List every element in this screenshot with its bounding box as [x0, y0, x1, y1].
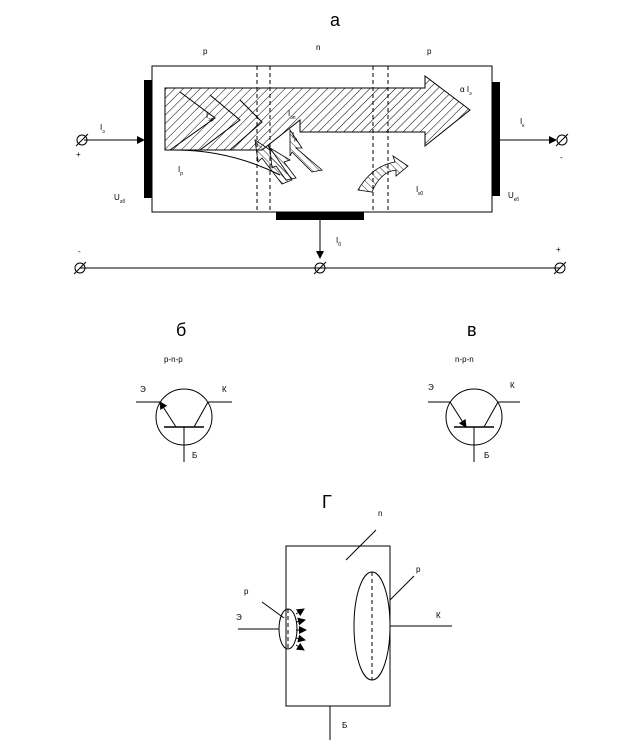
npn-base-label: Б [484, 451, 489, 460]
panel-v-title: в [467, 320, 477, 340]
panel-v-type: n-p-n [455, 355, 474, 364]
pnp-collector-line [193, 401, 209, 428]
g-collector-label: К [436, 611, 441, 620]
g-body [285, 545, 391, 707]
g-inject-1 [295, 608, 305, 617]
bus-terminal-mid-slash [313, 261, 327, 275]
region-p-right: p [427, 47, 432, 56]
g-p-left-label: p [244, 587, 249, 596]
panel-b: б p-n-p Э К Б [136, 320, 232, 462]
main-current-arrow [164, 74, 471, 151]
bus-terminal-left-slash [73, 261, 87, 275]
label-i-r2: Iр [178, 165, 183, 177]
panel-b-type: p-n-p [164, 355, 183, 364]
npn-collector-line [483, 401, 499, 428]
g-inject-5 [295, 642, 305, 651]
collector-terminal-slash [555, 133, 569, 147]
plus-bus: + [556, 245, 561, 254]
chevron-1 [169, 91, 216, 151]
npn-emitter-arrow [449, 401, 467, 428]
label-i-k0: Iк0 [416, 185, 423, 197]
region-p-left: p [203, 47, 208, 56]
base-arrow-3 [269, 147, 297, 181]
bus-terminal-right-slash [553, 261, 567, 275]
g-p-right-label: p [416, 565, 421, 574]
region-n: n [316, 43, 320, 52]
panel-g: Г n p Э p К Б [236, 492, 452, 740]
pnp-emitter-arrow [159, 401, 177, 428]
label-u-eb: Uэб [114, 193, 125, 205]
plus-left: + [76, 150, 81, 159]
label-i-ep: Iэр [206, 111, 214, 123]
emitter-contact [144, 80, 152, 198]
recombination-curve [174, 149, 281, 176]
npn-collector-label: К [510, 381, 515, 390]
bus-terminal-mid [314, 262, 326, 274]
panel-b-title: б [176, 320, 186, 340]
emitter-terminal [76, 134, 88, 146]
minus-right: - [560, 153, 563, 162]
g-p-left-leader [261, 601, 285, 619]
g-p-right-leader [389, 575, 415, 601]
pnp-emitter-label: Э [140, 385, 146, 394]
collector-leakage-arrow [357, 155, 409, 193]
base-contact [276, 212, 364, 220]
panel-g-title: Г [322, 492, 332, 512]
bus-terminal-left [74, 262, 86, 274]
chevron-2 [199, 94, 241, 151]
collector-terminal [556, 134, 568, 146]
g-inject-4 [295, 634, 306, 643]
label-alpha-ie: α Iэ [460, 85, 472, 97]
bus-terminal-right [554, 262, 566, 274]
g-emitter-label: Э [236, 613, 242, 622]
pnp-base-label: Б [192, 451, 197, 460]
chevron-3 [229, 99, 263, 151]
label-i-en: Iэn [288, 109, 296, 121]
minus-bus: - [78, 247, 81, 256]
emitter-terminal-slash [75, 133, 89, 147]
label-i-e: Iэ [100, 123, 105, 135]
label-i-b: Iб [336, 236, 341, 248]
panel-v: в n-p-n Э К Б [428, 320, 520, 462]
pnp-collector-label: К [222, 385, 227, 394]
panel-a: а p n p Iэр Iэn Iр Iр Iк0 α [73, 10, 569, 275]
g-emitter-region [278, 608, 298, 650]
npn-emitter-label: Э [428, 383, 434, 392]
base-arrow-2 [289, 128, 323, 173]
collector-contact [492, 82, 500, 196]
label-i-k: Iк [520, 117, 525, 129]
g-base-label: Б [342, 721, 347, 730]
label-i-r: Iр [292, 131, 297, 143]
g-inject-2 [295, 617, 306, 626]
g-n-label: n [378, 509, 382, 518]
g-n-leader [345, 529, 377, 561]
label-u-kb: Uкб [508, 191, 519, 203]
panel-a-title: а [330, 10, 341, 30]
